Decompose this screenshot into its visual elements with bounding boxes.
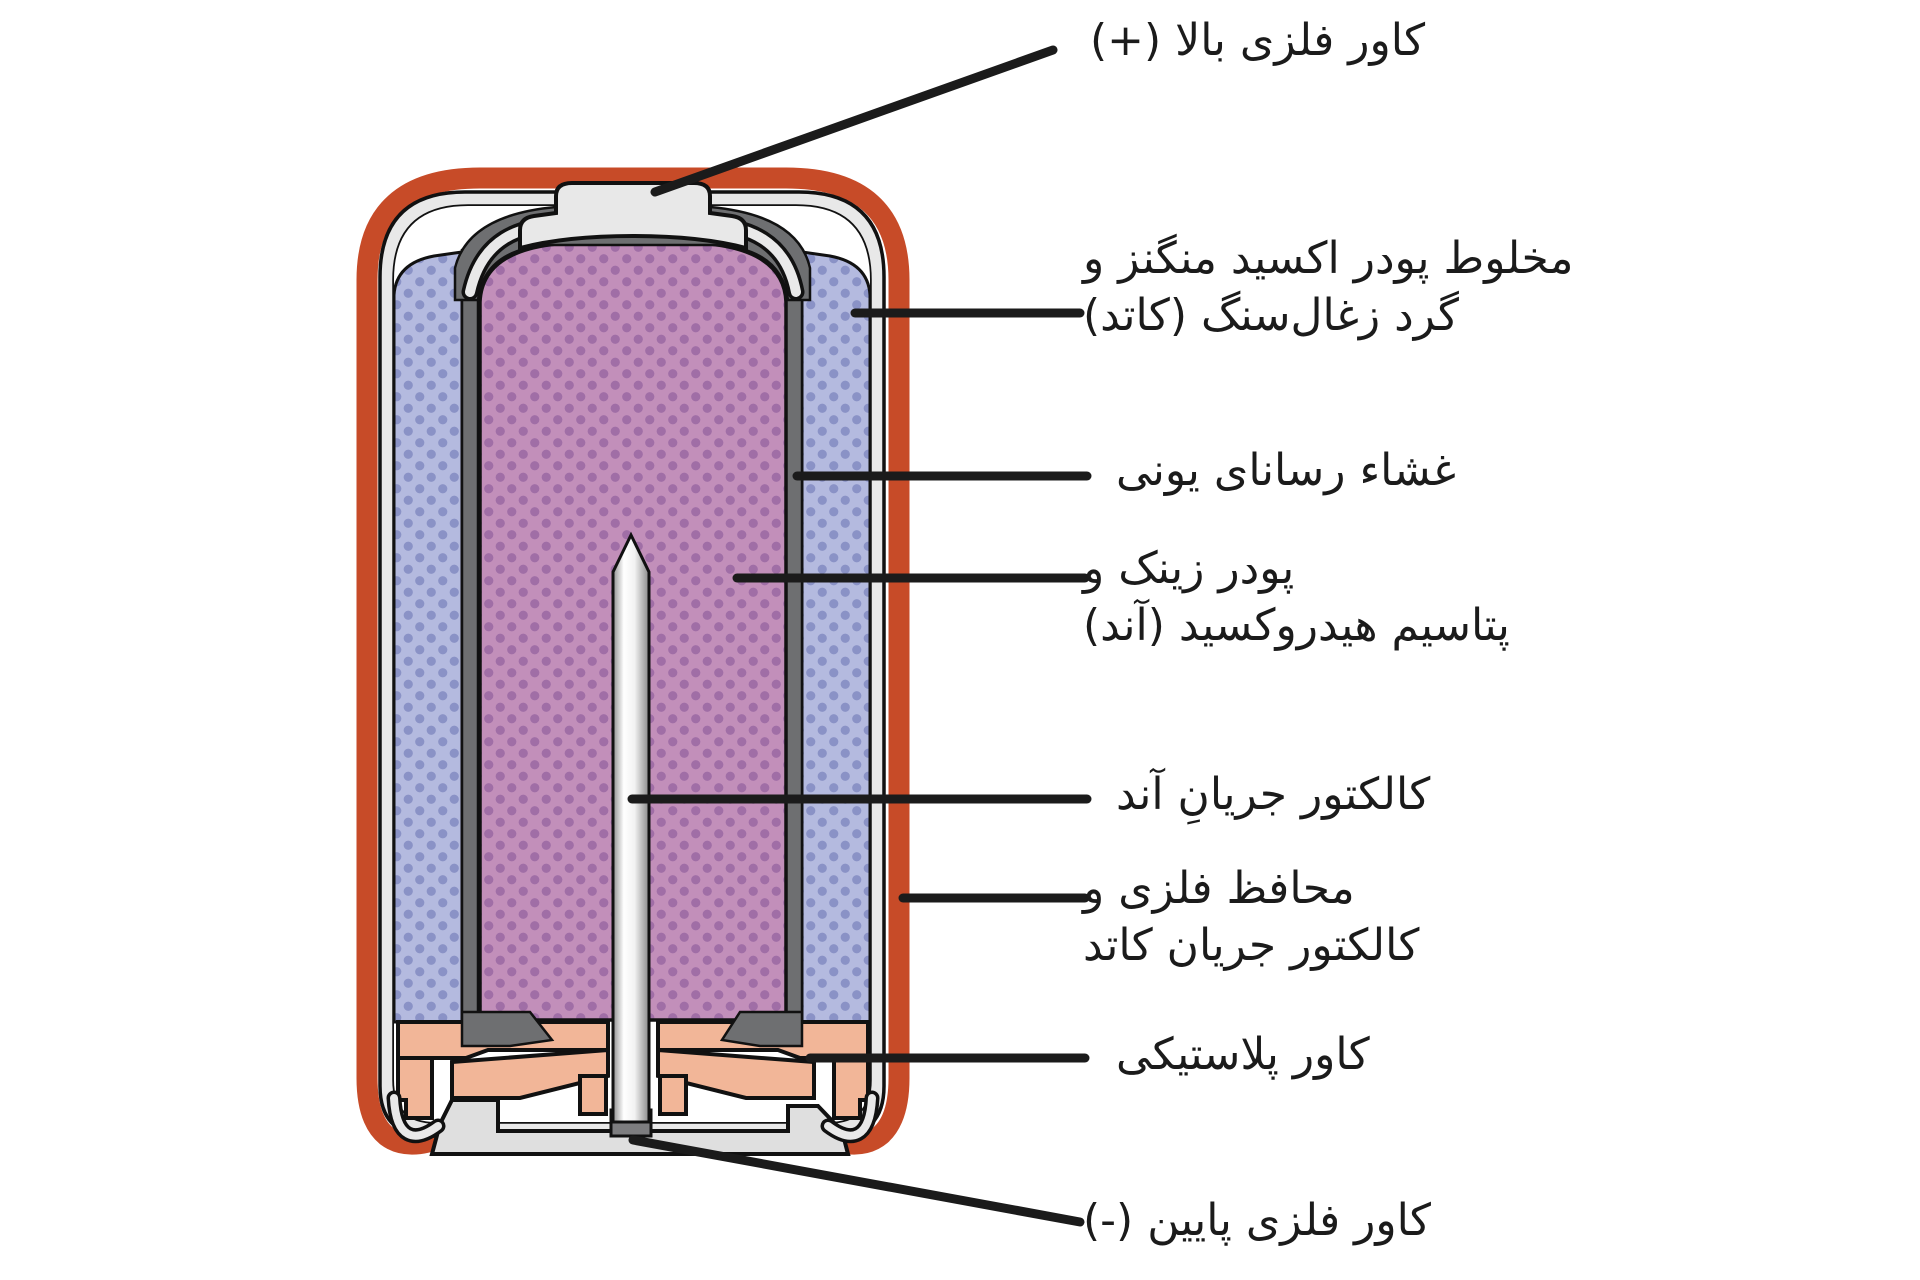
outer-label-shell [356,167,910,1155]
label-bottom-cover-text: کاور فلزی پایین (-) [1083,1195,1432,1246]
pointer-bottom-cover [628,1135,1085,1227]
label-case-collector: محافظ فلزی و کالکتور جریان کاتد [1083,860,1419,974]
label-cathode-line2: گرد زغال‌سنگ (کاتد) [1083,290,1459,341]
casing-curl-right [824,1094,876,1140]
label-membrane-text: غشاء رسانای یونی [1116,445,1456,496]
label-bottom-cover: کاور فلزی پایین (-) [1083,1192,1431,1249]
cathode-column-left [392,250,464,1024]
label-membrane: غشاء رسانای یونی [1116,442,1456,499]
label-cathode: مخلوط پودر اکسید منگنز و گرد زغال‌سنگ (ک… [1083,230,1573,344]
separator-left [460,245,480,1024]
plastic-foot-inner-right [658,1074,688,1116]
label-top-cover-text: کاور فلزی بالا (+) [1090,15,1426,66]
plastic-wedge-right [656,1047,816,1100]
pointer-top-cover [650,45,1058,197]
cathode-column-right [800,250,872,1024]
label-case-collector-line1: محافظ فلزی و [1083,863,1355,914]
label-anode-collector: کالکتور جریانِ آند [1116,766,1430,823]
separator-right [784,245,804,1024]
label-case-collector-line2: کالکتور جریان کاتد [1083,920,1420,971]
plastic-wedge-left [450,1047,610,1100]
label-plastic-cover-text: کاور پلاستیکی [1116,1029,1370,1080]
casing-curl-left [390,1094,442,1140]
label-anode-line1: پودر زینک و [1083,543,1295,594]
plastic-foot-inner-left [578,1074,608,1116]
separator-elbow-right [719,1010,804,1048]
label-cathode-line1: مخلوط پودر اکسید منگنز و [1083,233,1574,284]
label-top-cover: کاور فلزی بالا (+) [1090,12,1425,69]
label-anode-collector-text: کالکتور جریانِ آند [1116,769,1431,820]
separator-elbow-left [460,1010,555,1048]
top-button [518,181,748,251]
label-anode: پودر زینک و پتاسیم هیدروکسید (آند) [1083,540,1510,654]
pointer-lines [627,45,1092,1227]
bottom-cover-tray [429,1098,851,1156]
anode-pin [611,531,651,1124]
label-plastic-cover: کاور پلاستیکی [1116,1026,1370,1083]
label-anode-line2: پتاسیم هیدروکسید (آند) [1083,600,1510,651]
